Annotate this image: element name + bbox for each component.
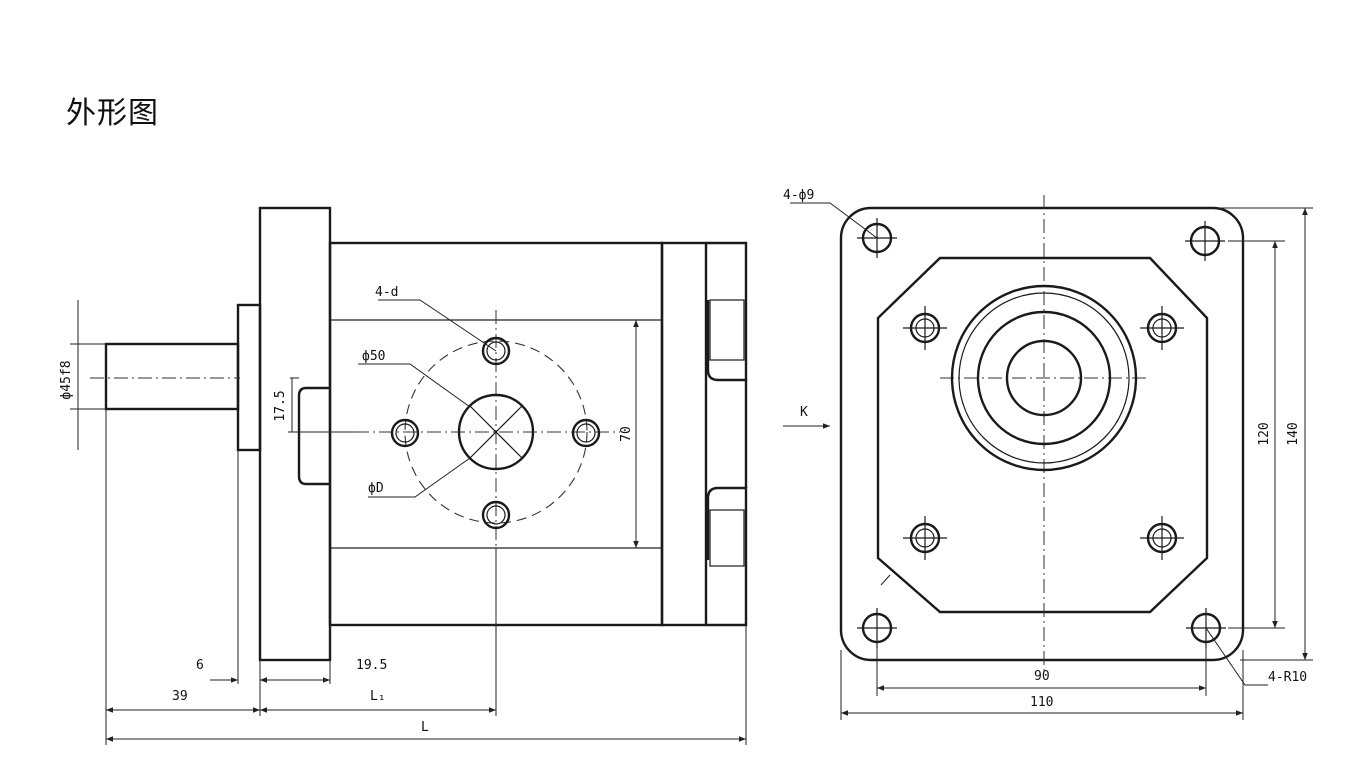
label-mount-holes: 4-ф9 <box>783 188 814 203</box>
shaft-bore <box>1005 339 1083 417</box>
label-height: 70 <box>619 426 634 442</box>
corner-hole-tr <box>1185 221 1225 261</box>
inner-hole-br <box>1140 516 1184 560</box>
rear-slot-bottom <box>709 509 745 567</box>
label-outer-height: 140 <box>1286 422 1301 445</box>
label-collar: 6 <box>196 658 204 673</box>
label-corner-radius: 4-R10 <box>1268 670 1307 685</box>
page-title: 外形图 <box>66 96 159 131</box>
rear-cap-top <box>706 241 748 382</box>
front-view: 4-ф9 K 90 110 120 140 4-R10 <box>783 188 1313 720</box>
inner-hole-bl <box>903 516 947 560</box>
inner-hole-tl <box>903 306 947 350</box>
outer-flange <box>839 206 1245 662</box>
shaft-collar <box>236 303 262 452</box>
leader-phi50 <box>358 363 471 408</box>
boss-middle <box>976 310 1112 446</box>
boss-outer <box>950 284 1138 472</box>
label-flange-width: 19.5 <box>356 658 387 673</box>
flange-boss <box>297 386 330 486</box>
leader-4d <box>378 299 497 352</box>
label-4d: 4-d <box>375 285 398 300</box>
bolt-hole-left <box>390 418 420 448</box>
mounting-flange <box>258 206 332 662</box>
leader-corner-radius <box>1205 627 1268 686</box>
label-outer-width: 110 <box>1030 695 1053 710</box>
rear-slot-top <box>709 299 745 361</box>
shaft <box>104 342 240 411</box>
bolt-circle <box>404 340 588 524</box>
inner-plate <box>876 256 1209 614</box>
bolt-hole-bottom <box>481 500 511 530</box>
label-phi50: ф50 <box>362 349 385 364</box>
rear-cover <box>660 241 708 627</box>
label-total: L <box>421 720 429 735</box>
label-shaft-len: 39 <box>172 689 188 704</box>
inner-hole-tr <box>1140 306 1184 350</box>
bolt-hole-right <box>571 418 601 448</box>
rear-cap-bottom <box>706 486 748 627</box>
label-phiD: фD <box>368 481 384 496</box>
label-inner-width: 90 <box>1034 669 1050 684</box>
label-shaft-dia: ф45f8 <box>59 360 74 399</box>
label-offset: 17.5 <box>273 390 288 421</box>
label-arrow-k: K <box>800 405 808 420</box>
port-circle <box>457 393 535 471</box>
leader-mount-holes <box>790 202 878 239</box>
bolt-hole-top <box>481 336 511 366</box>
label-l1: L₁ <box>370 689 386 704</box>
label-inner-height: 120 <box>1257 422 1272 445</box>
leader-phiD <box>368 457 471 498</box>
side-view: ф45f8 4-d ф50 фD 17.5 70 6 19.5 39 L₁ L <box>59 206 748 745</box>
